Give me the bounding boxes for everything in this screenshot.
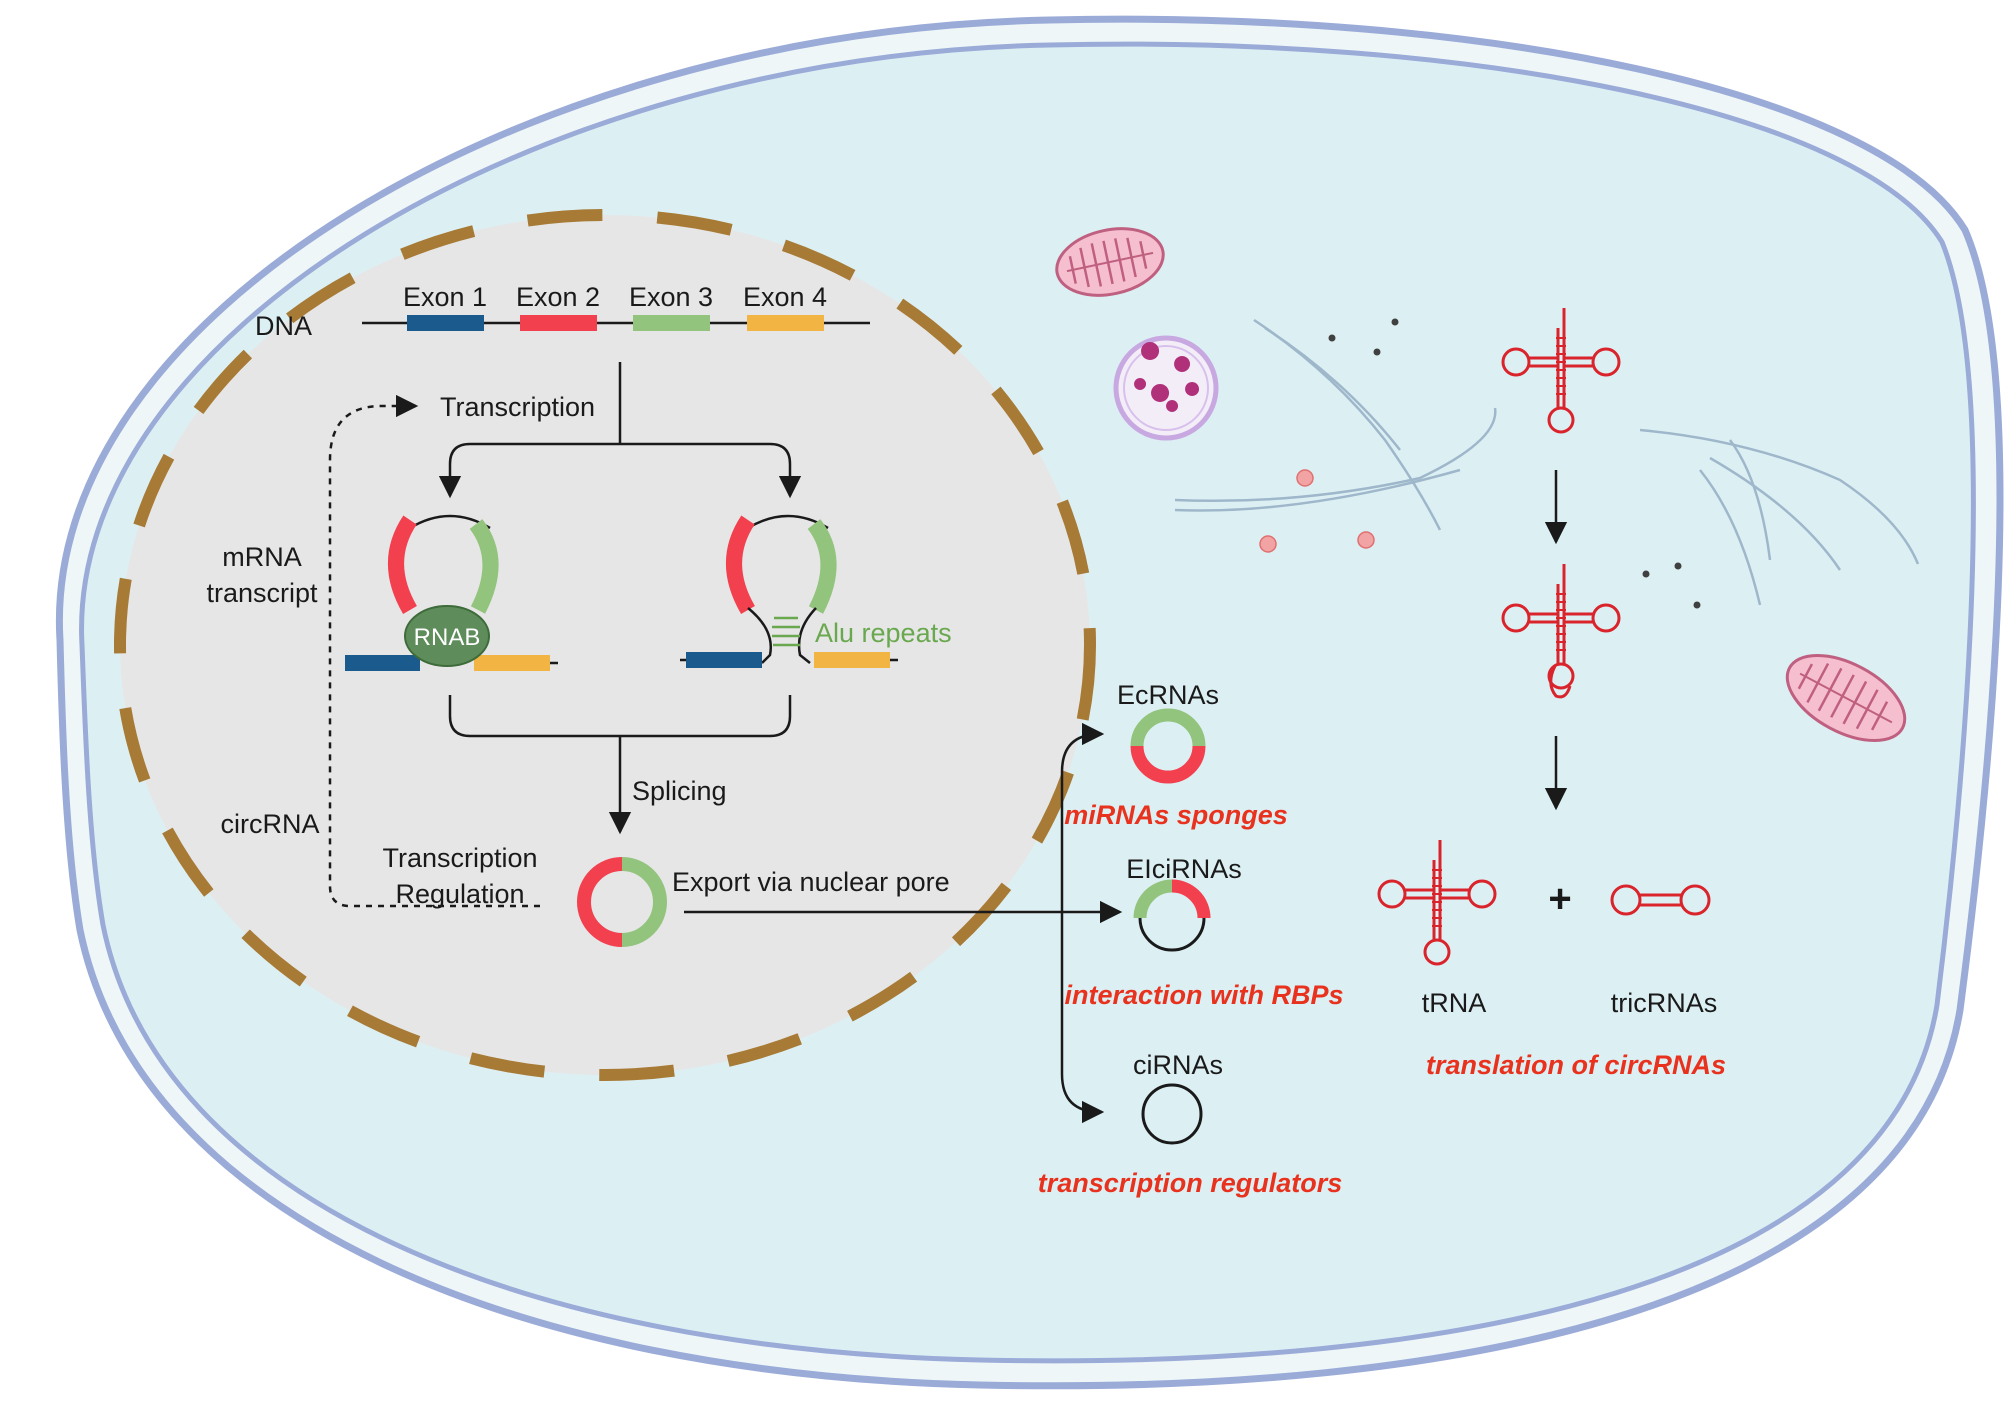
circrna-classes-bracket xyxy=(1060,732,1101,1114)
tricrna-icon xyxy=(1610,884,1711,916)
transcription-regulation-line2: Regulation xyxy=(395,879,524,909)
elcirnas-label: EIciRNAs xyxy=(1126,854,1242,884)
vesicle xyxy=(1113,335,1219,441)
alu-repeats-label: Alu repeats xyxy=(815,618,952,648)
mitochondrion-bottom xyxy=(1785,654,1907,742)
splicing-label: Splicing xyxy=(632,776,727,806)
alu-mediated-circularization xyxy=(680,514,898,668)
transcription-label: Transcription xyxy=(440,392,595,422)
transcription-regulation-line1: Transcription xyxy=(382,843,537,873)
trna-label: tRNA xyxy=(1422,988,1487,1018)
rnab-label: RNAB xyxy=(414,624,481,651)
cirna-circle xyxy=(1141,1083,1203,1145)
mitochondrion-top xyxy=(1055,227,1165,297)
elcirnas-function: interaction with RBPs xyxy=(1064,980,1343,1010)
exon-2-label: Exon 2 xyxy=(516,282,600,312)
ecrnas-function: miRNAs sponges xyxy=(1064,800,1288,830)
export-label: Export via nuclear pore xyxy=(672,867,950,897)
ecrnas-label: EcRNAs xyxy=(1117,680,1219,710)
tricrnas-label: tricRNAs xyxy=(1611,988,1718,1018)
mrna-label-line2: transcript xyxy=(206,578,318,608)
exon-3-block xyxy=(633,315,710,331)
tricrnas-function: translation of circRNAs xyxy=(1426,1050,1726,1080)
plus-sign: + xyxy=(1548,877,1571,921)
exon-2-block xyxy=(520,315,597,331)
nuclear-envelope xyxy=(114,209,1096,1081)
exon-4-label: Exon 4 xyxy=(743,282,827,312)
exon-4-block xyxy=(747,315,824,331)
exon-1-label: Exon 1 xyxy=(403,282,487,312)
feedback-dashed-arrow xyxy=(328,394,540,908)
ecrna-circle xyxy=(1130,708,1206,784)
rnab-mediated-circularization: RNAB xyxy=(345,514,558,671)
rnab-protein xyxy=(404,605,490,667)
exon-1-block xyxy=(407,315,484,331)
dna-label: DNA xyxy=(255,311,312,341)
spliced-circrna xyxy=(577,857,667,947)
cirnas-function: transcription regulators xyxy=(1038,1168,1343,1198)
cytoskeleton-fibers xyxy=(1174,318,1920,606)
exon-3-label: Exon 3 xyxy=(629,282,713,312)
circrna-label: circRNA xyxy=(221,809,320,839)
trna-intron-icon xyxy=(1501,562,1621,699)
cirnas-label: ciRNAs xyxy=(1133,1050,1223,1080)
cytoplasm-granules xyxy=(1259,318,1701,609)
elcirna-circle xyxy=(1133,879,1211,952)
transcription-branch-arrows xyxy=(438,442,802,499)
nucleus xyxy=(120,215,1090,1075)
mrna-label-line1: mRNA xyxy=(222,542,302,572)
